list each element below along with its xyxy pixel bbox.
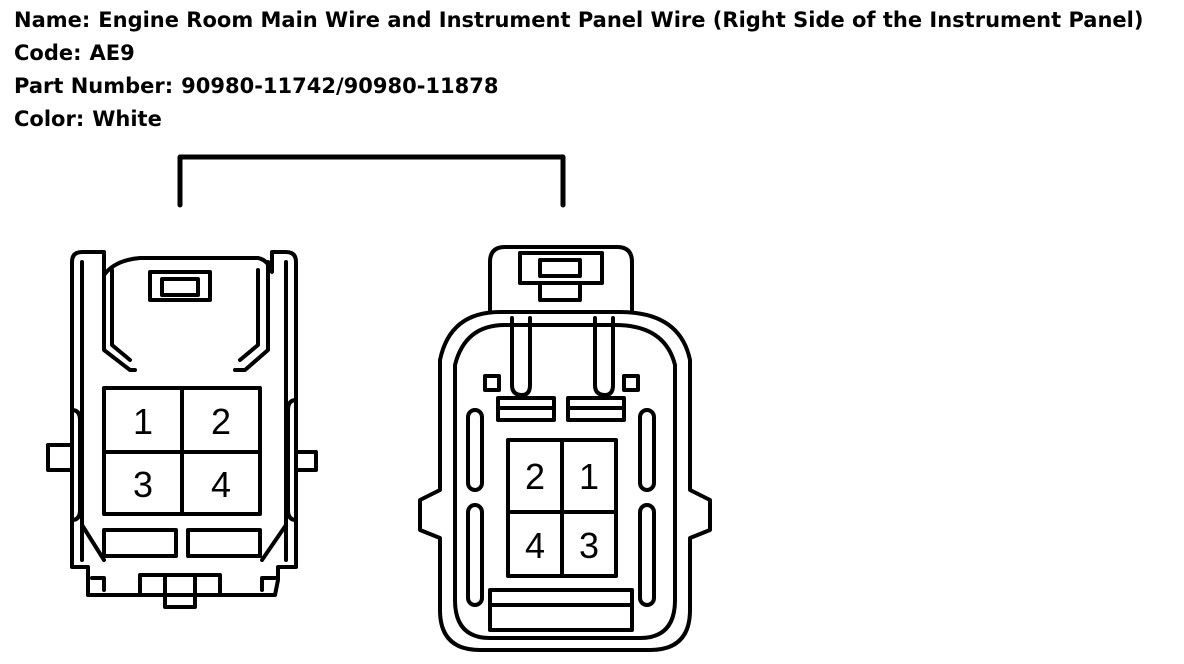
color-row: Color: White: [14, 103, 1143, 136]
connector-info: Name: Engine Room Main Wire and Instrumen…: [14, 4, 1143, 136]
name-value: Engine Room Main Wire and Instrument Pan…: [98, 8, 1144, 32]
left-pin-1: 1: [133, 401, 153, 442]
color-value: White: [92, 107, 162, 131]
left-pin-grid: [102, 386, 262, 516]
right-pin-4: 4: [525, 525, 545, 566]
name-label: Name:: [14, 8, 91, 32]
right-connector-body: [418, 245, 712, 652]
part-number-row: Part Number: 90980-11742/90980-11878: [14, 70, 1143, 103]
code-value: AE9: [89, 41, 135, 65]
part-number-value: 90980-11742/90980-11878: [181, 74, 499, 98]
left-pin-4: 4: [211, 464, 231, 505]
code-label: Code:: [14, 41, 82, 65]
part-number-label: Part Number:: [14, 74, 174, 98]
name-row: Name: Engine Room Main Wire and Instrumen…: [14, 4, 1143, 37]
left-pin-2: 2: [211, 401, 231, 442]
right-pin-1: 1: [579, 456, 599, 497]
color-label: Color:: [14, 107, 85, 131]
left-pin-3: 3: [133, 464, 153, 505]
right-pin-grid: [506, 438, 618, 578]
right-pin-2: 2: [525, 456, 545, 497]
mating-bracket: [177, 154, 566, 208]
right-pin-3: 3: [579, 525, 599, 566]
code-row: Code: AE9: [14, 37, 1143, 70]
left-connector-body: [46, 250, 318, 609]
